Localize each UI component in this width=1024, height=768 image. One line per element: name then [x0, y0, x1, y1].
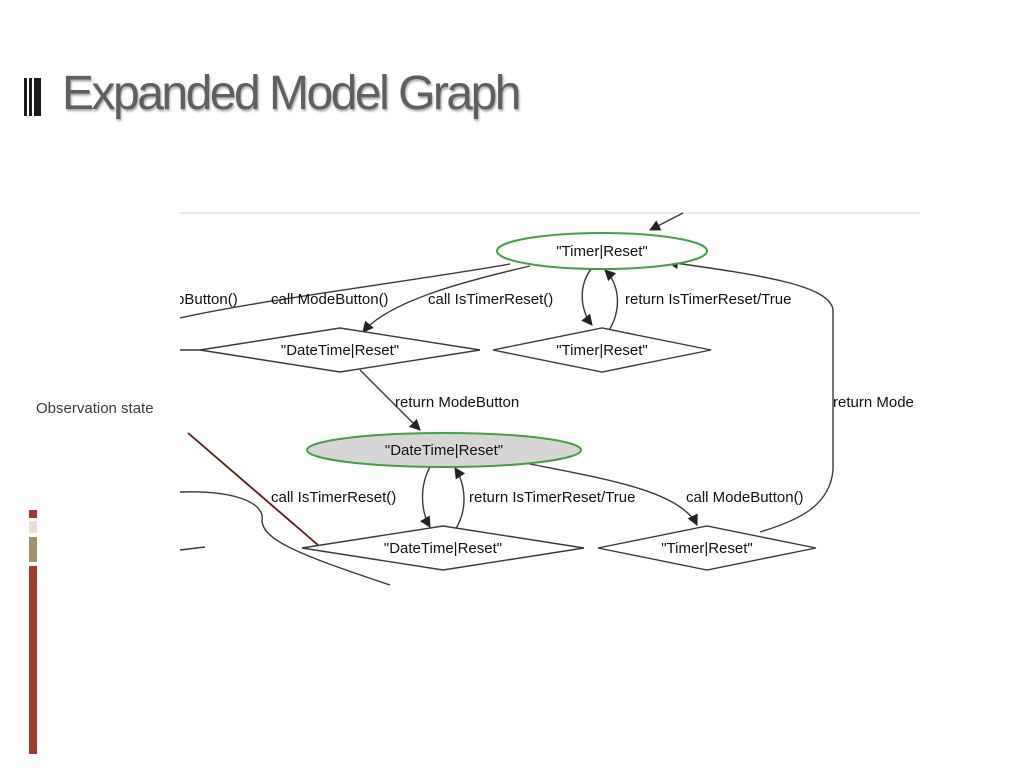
node-label: "DateTime|Reset": [385, 442, 503, 459]
title-bars-icon: [24, 78, 44, 116]
side-decoration-bar: [29, 566, 37, 754]
node-label: "Timer|Reset": [556, 342, 648, 359]
edge-call-istimerreset-2: [420, 466, 431, 528]
edge-return-istimerreset-1: [604, 269, 619, 333]
node-datetime-reset-left: [199, 327, 481, 373]
node-label: "DateTime|Reset": [384, 540, 502, 557]
callout-pointer-line: [187, 432, 319, 546]
node-timer-reset-mid: [492, 327, 712, 373]
node-label: "Timer|Reset": [556, 243, 648, 260]
observation-state-callout: Observation state: [36, 400, 154, 417]
edge-call-modebutton-2: [519, 461, 698, 527]
edge-label: return ModeButton: [395, 394, 519, 411]
node-datetime-reset-observation: [306, 432, 582, 468]
edge-label: return IsTimerReset/True: [469, 489, 635, 506]
node-timer-reset-bottom: [597, 525, 817, 571]
side-decoration-block: [29, 537, 37, 562]
edge-label: call ModeButton(): [686, 489, 804, 506]
edge-incoming-top: [649, 212, 684, 231]
edge-left-curve: [180, 491, 391, 586]
node-timer-reset-top: [496, 232, 708, 270]
edge-return-modebutton-1: [359, 369, 421, 431]
edge-label: pButton(): [176, 291, 238, 308]
side-decoration-block: [29, 510, 37, 518]
edge-label: return IsTimerReset/True: [625, 291, 791, 308]
edge-label: call IsTimerReset(): [428, 291, 553, 308]
edge-call-istimerreset-1: [581, 267, 593, 326]
edge-bottom-left-stub: [180, 546, 206, 551]
node-label: "DateTime|Reset": [281, 342, 399, 359]
edge-call-modebutton-1: [362, 265, 531, 333]
edge-return-istimerreset-2: [454, 467, 466, 531]
edge-label: call ModeButton(): [271, 291, 389, 308]
edge-return-modebutton-right: [666, 257, 834, 533]
node-datetime-reset-bottom: [301, 525, 585, 571]
node-label: "Timer|Reset": [661, 540, 753, 557]
edge-pbutton: [180, 263, 511, 319]
edge-label: call IsTimerReset(): [271, 489, 396, 506]
edge-label: return Mode: [833, 394, 914, 411]
side-decoration-block: [29, 521, 37, 533]
slide-title: Expanded Model Graph: [62, 67, 522, 120]
